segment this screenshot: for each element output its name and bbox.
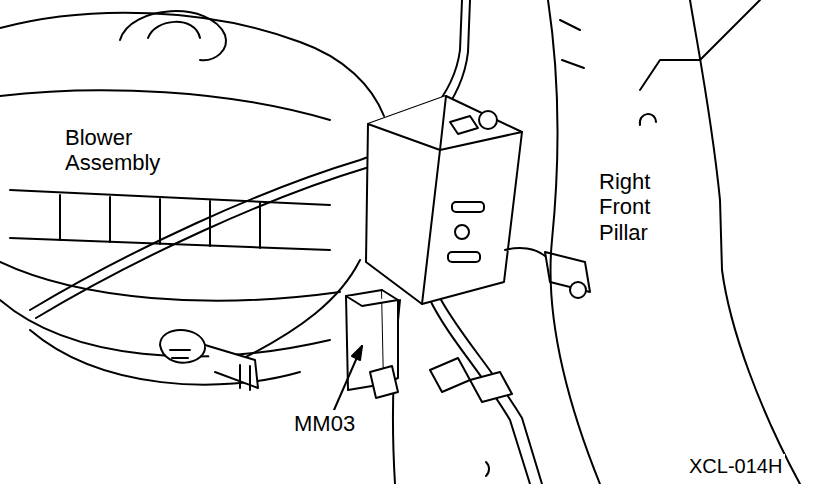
pillar-edge [548,0,600,484]
wiring [30,0,542,484]
line-art [570,282,586,298]
pillar-edge [700,0,760,60]
line-art [346,296,398,306]
relay-module [366,96,522,304]
figure-code: XCL-014H [686,454,785,479]
line-art [505,248,545,256]
housing-edge [0,90,330,120]
wire [430,300,530,484]
housing-lower [0,262,340,301]
line-art [452,202,484,212]
right-front-pillar [548,0,800,484]
pillar-edge [690,0,722,270]
line-art [470,372,512,402]
line-art [450,116,478,134]
leader-line [334,346,362,410]
housing-top-ring [120,11,226,60]
blower-wheel [30,330,300,385]
line-art [448,252,480,262]
leader-arrow [352,346,362,360]
pillar-edge [640,60,700,90]
line-art [368,96,446,150]
line-art [455,225,469,239]
pillar-trim [560,20,584,68]
housing-top-ring [148,22,200,38]
round-connector [160,330,258,390]
pillar-detail [486,462,489,476]
harness-connectors [370,248,590,402]
part-label: Blower Assembly [62,124,186,177]
wire [240,260,360,360]
line-art [240,365,250,390]
wire [440,298,542,484]
part-label: Right Front Pillar [596,168,680,246]
line-art [422,150,440,304]
part-label: MM03 [291,410,358,437]
blower-housing [0,11,384,385]
housing-outline [0,13,384,116]
line-art [170,350,190,358]
pillar-hole [640,114,656,125]
housing-band [10,238,330,250]
line-art [479,111,497,129]
line-art [370,366,398,398]
line-art [160,330,205,363]
line-art [366,96,522,304]
pillar-edge [722,270,800,484]
line-art [430,358,470,392]
line-art [440,132,522,150]
